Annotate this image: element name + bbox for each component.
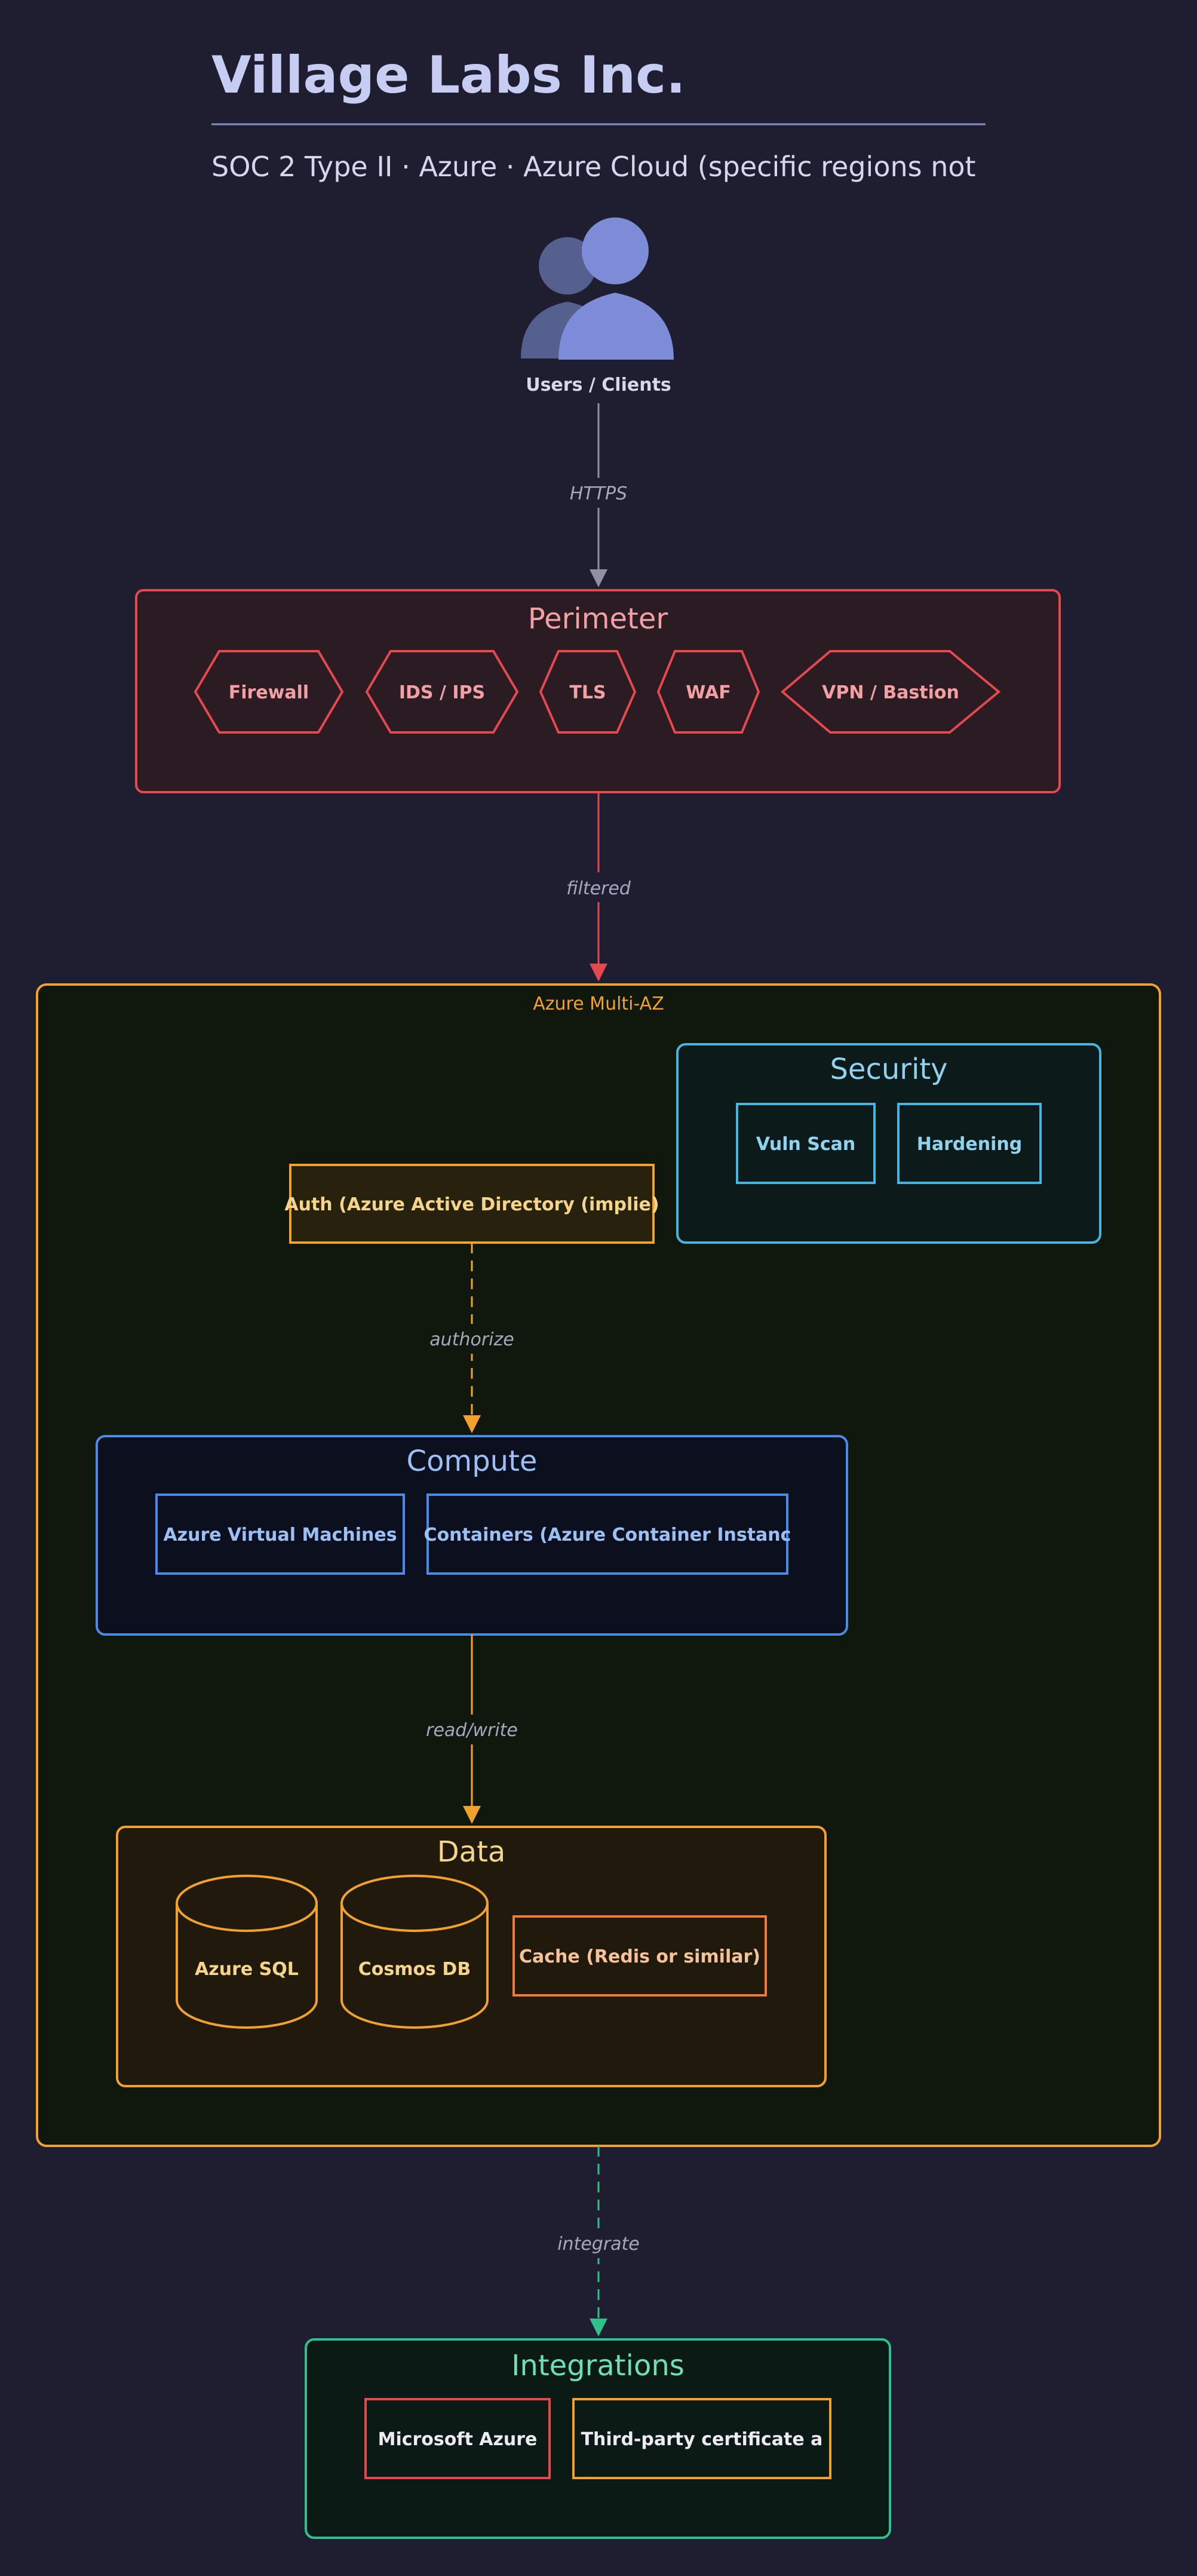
svg-text:WAF: WAF xyxy=(686,682,731,703)
security-node-hardening: Hardening xyxy=(897,1103,1042,1184)
svg-text:Firewall: Firewall xyxy=(229,682,309,703)
svg-text:Containers (Azure Container In: Containers (Azure Container Instanc xyxy=(424,1525,791,1545)
perimeter-node-firewall: Firewall xyxy=(194,650,344,734)
page-title: Village Labs Inc. xyxy=(211,45,686,105)
cloud-label: Azure Multi-AZ xyxy=(533,993,664,1014)
perimeter-node-vpn-bastion: VPN / Bastion xyxy=(780,650,1001,734)
auth-node: Auth (Azure Active Directory (implie) xyxy=(284,1164,659,1244)
svg-text:Cache (Redis or similar): Cache (Redis or similar) xyxy=(519,1946,760,1967)
edge-label-read-write: read/write xyxy=(426,1720,518,1741)
svg-text:Vuln Scan: Vuln Scan xyxy=(756,1134,856,1155)
svg-text:Auth (Azure Active Directory (: Auth (Azure Active Directory (implie) xyxy=(284,1194,659,1215)
perimeter-node-ids-ips: IDS / IPS xyxy=(365,650,519,734)
compute-node-containers: Containers (Azure Container Instanc xyxy=(424,1494,791,1575)
integration-node-microsoft-azure: Microsoft Azure xyxy=(364,2398,551,2479)
security-title: Security xyxy=(830,1053,947,1086)
integration-node-third-party-certificate: Third-party certificate a xyxy=(572,2398,831,2479)
compute-node-azure-virtual-machines: Azure Virtual Machines xyxy=(155,1494,405,1575)
data-node-cosmos-db: Cosmos DB xyxy=(340,1875,489,2029)
perimeter-node-tls: TLS xyxy=(539,650,637,734)
security-node-vuln-scan: Vuln Scan xyxy=(736,1103,876,1184)
svg-text:Hardening: Hardening xyxy=(917,1134,1022,1155)
edge-label-filtered: filtered xyxy=(566,878,631,899)
compute-title: Compute xyxy=(407,1445,538,1478)
users-icon xyxy=(521,217,674,360)
svg-text:Azure SQL: Azure SQL xyxy=(195,1959,299,1980)
security-group xyxy=(676,1043,1101,1244)
perimeter-node-waf: WAF xyxy=(656,650,760,734)
svg-text:TLS: TLS xyxy=(569,682,606,703)
users-label: Users / Clients xyxy=(526,375,671,395)
perimeter-title: Perimeter xyxy=(528,602,668,636)
svg-text:Third-party certificate a: Third-party certificate a xyxy=(581,2429,823,2450)
data-node-azure-sql: Azure SQL xyxy=(176,1875,318,2029)
integrations-title: Integrations xyxy=(511,2349,685,2382)
edge-label-authorize: authorize xyxy=(429,1329,514,1350)
page-subtitle: SOC 2 Type II · Azure · Azure Cloud (spe… xyxy=(211,151,976,183)
edge-label-https: HTTPS xyxy=(570,483,627,504)
svg-text:VPN / Bastion: VPN / Bastion xyxy=(822,682,959,703)
data-node-cache: Cache (Redis or similar) xyxy=(512,1915,767,1997)
edge-label-integrate: integrate xyxy=(557,2234,640,2255)
svg-text:Cosmos DB: Cosmos DB xyxy=(358,1959,471,1980)
svg-text:Microsoft Azure: Microsoft Azure xyxy=(378,2429,538,2450)
svg-text:IDS / IPS: IDS / IPS xyxy=(399,682,485,703)
data-title: Data xyxy=(437,1835,506,1869)
svg-text:Azure Virtual Machines: Azure Virtual Machines xyxy=(163,1525,397,1545)
